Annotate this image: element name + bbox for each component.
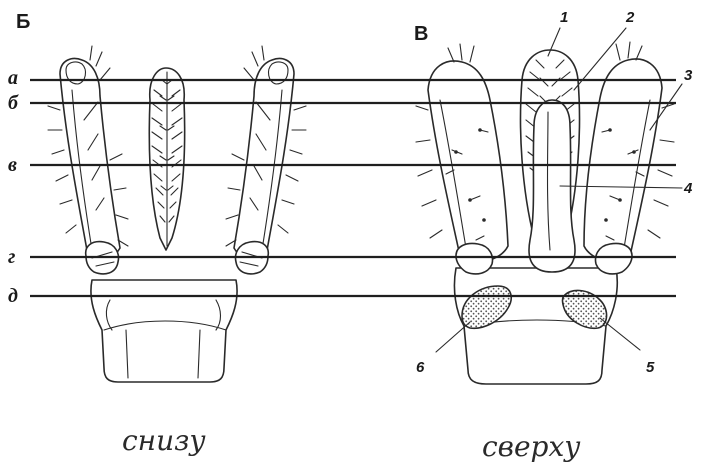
panel-label-left: Б (16, 11, 30, 33)
panel-label-right: В (414, 23, 428, 45)
row-label-g: г (8, 246, 15, 268)
row-label-d: д (8, 285, 18, 307)
row-label-a: а (8, 67, 18, 89)
callout-4: 4 (683, 180, 693, 197)
right-coxa-right (596, 244, 632, 274)
row-label-b: б (8, 92, 19, 114)
callout-6: 6 (416, 359, 425, 376)
row-label-v: в (8, 154, 17, 176)
right-coxa-left (456, 244, 492, 274)
left-figure (48, 46, 306, 382)
right-figure (416, 42, 674, 384)
caption-right: сверху (482, 430, 581, 463)
callout-1: 1 (560, 9, 568, 26)
caption-left: снизу (122, 424, 206, 457)
callout-3: 3 (684, 67, 693, 84)
callout-2: 2 (625, 9, 635, 26)
callout-5: 5 (646, 359, 655, 376)
